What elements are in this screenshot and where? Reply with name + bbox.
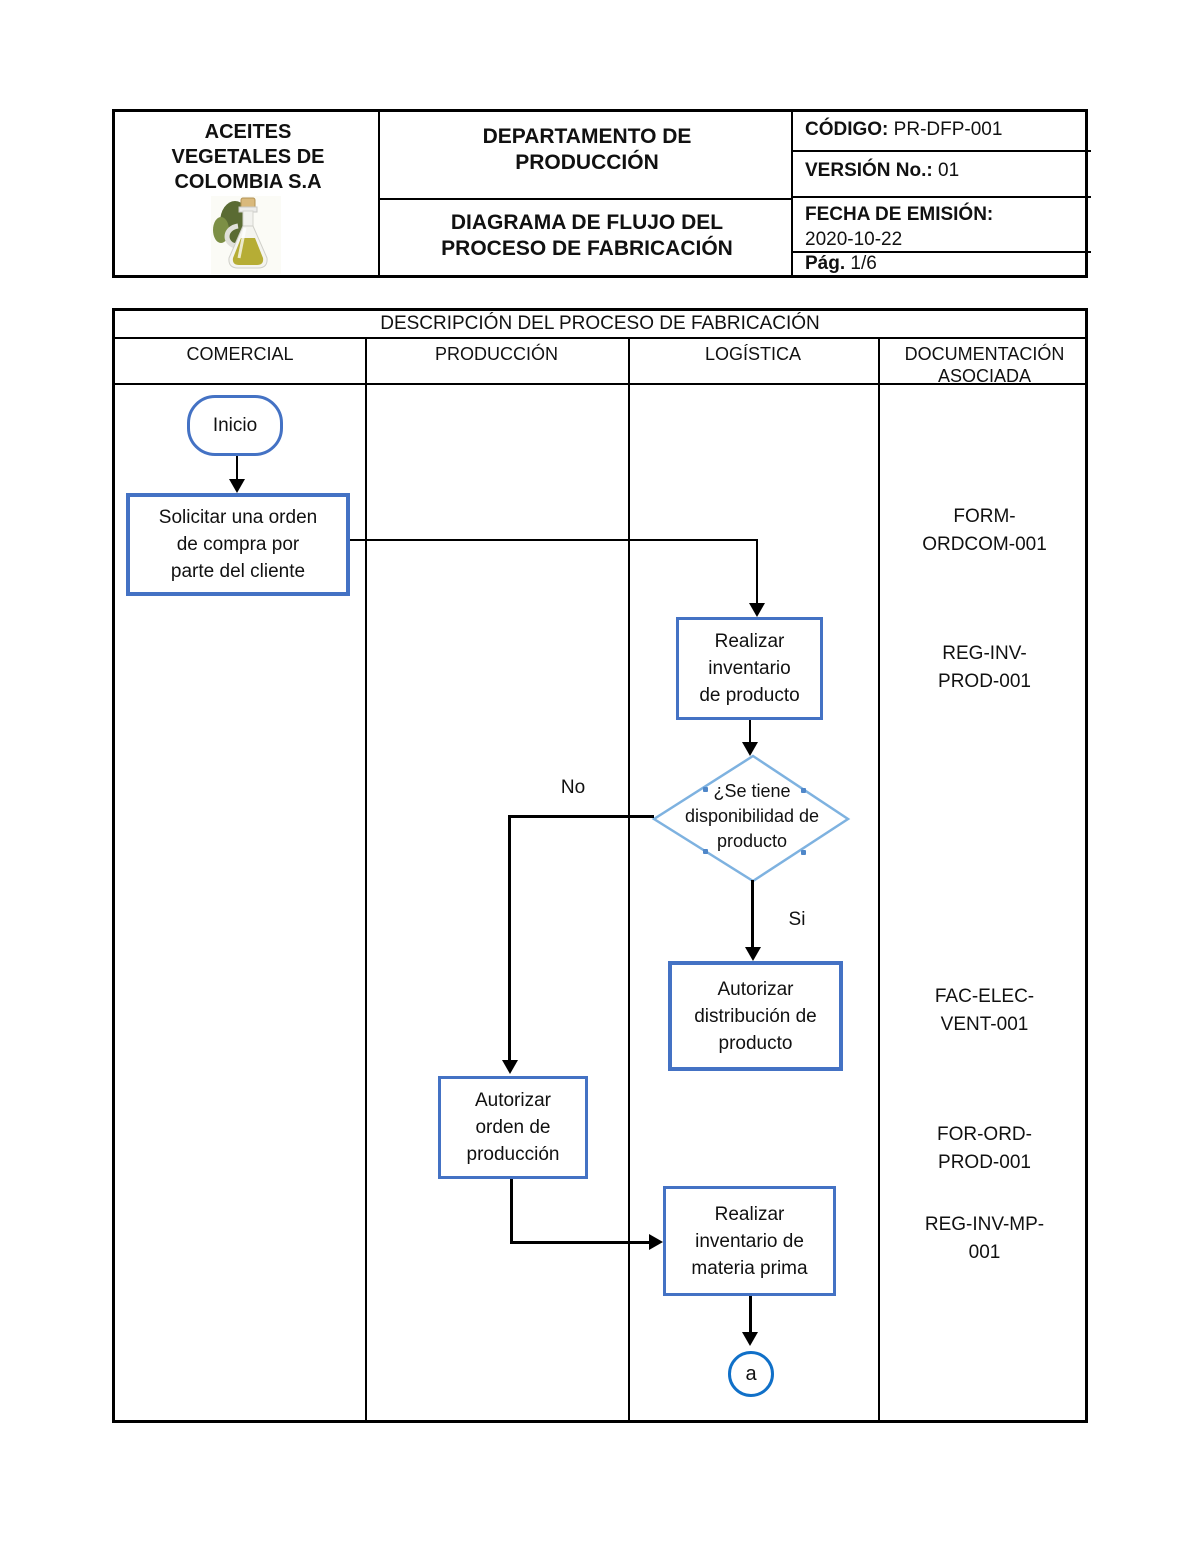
header-divider-2 [791, 112, 793, 275]
step-solicitar-orden: Solicitar una orden de compra por parte … [126, 493, 350, 596]
column-header-documentacion: DOCUMENTACIÓN ASOCIADA [904, 344, 1065, 386]
bottle-handle [224, 223, 239, 249]
version-label: VERSIÓN No.: [805, 160, 933, 181]
diamond-handle-dot [703, 849, 708, 854]
meta-divider-2 [791, 196, 1091, 198]
start-node: Inicio [187, 395, 283, 456]
document-title: DIAGRAMA DE FLUJO DEL PROCESO DE FABRICA… [441, 211, 733, 260]
lane-divider-2 [628, 337, 630, 1420]
connector-to-decision [749, 720, 751, 742]
header-table: ACEITES VEGETALES DE COLOMBIA S.A DEPART… [112, 109, 1091, 278]
connector-no-v [508, 815, 511, 1060]
lane-divider-3 [878, 337, 880, 1420]
connector-orden-h [510, 1241, 649, 1244]
arrowhead-connector-a [742, 1332, 758, 1346]
decision-disponibilidad: ¿Se tiene disponibilidad de producto [684, 781, 820, 851]
page-value: 1/6 [850, 253, 877, 274]
diamond-handle-dot [703, 787, 708, 792]
connector-to-a [749, 1296, 752, 1332]
page-label: Pág. [805, 253, 846, 274]
branch-label-no: No [560, 777, 586, 798]
arrowhead-decision [742, 742, 758, 756]
step-autorizar-distribucion: Autorizar distribución de producto [668, 961, 843, 1071]
issue-date-value: 2020-10-22 [805, 229, 903, 250]
connector-no-h [508, 815, 654, 818]
offpage-connector-a: a [728, 1351, 774, 1397]
version-row: VERSIÓN No.: 01 [805, 160, 1085, 182]
step-autorizar-orden: Autorizar orden de producción [438, 1076, 588, 1179]
code-row: CÓDIGO: PR-DFP-001 [805, 119, 1085, 141]
doc-orden-compra: FORM- ORDCOM-001 [922, 506, 1047, 555]
header-row-divider [115, 383, 1085, 385]
code-value: PR-DFP-001 [893, 119, 1003, 140]
company-name: ACEITES VEGETALES DE COLOMBIA S.A [171, 121, 325, 193]
meta-divider-1 [791, 150, 1091, 152]
arrowhead-autorizar-distribucion [745, 947, 761, 961]
issue-date-label: FECHA DE EMISIÓN: [805, 204, 994, 225]
diamond-handle-dot [801, 850, 806, 855]
oil-bottle-logo [211, 196, 281, 274]
department-title: DEPARTAMENTO DE PRODUCCIÓN [482, 125, 692, 174]
meta-divider-3 [791, 251, 1091, 253]
column-header-comercial: COMERCIAL [186, 344, 294, 364]
column-header-produccion: PRODUCCIÓN [434, 344, 558, 364]
connector-si-v [751, 880, 754, 947]
lane-divider-1 [365, 337, 367, 1420]
doc-inventario-materia-prima: REG-INV-MP- 001 [924, 1214, 1045, 1263]
step-inventario-producto: Realizar inventario de producto [676, 617, 823, 720]
arrowhead-inventario-producto [749, 603, 765, 617]
doc-orden-produccion: FOR-ORD- PROD-001 [937, 1124, 1032, 1173]
branch-label-si: Si [788, 909, 806, 930]
page-row: Pág. 1/6 [805, 253, 1085, 275]
connector-orden-v [510, 1179, 513, 1244]
connector-solicitar-v [756, 539, 758, 603]
connector-solicitar-h [350, 539, 758, 541]
doc-factura-electronica: FAC-ELEC- VENT-001 [934, 986, 1035, 1035]
column-header-logistica: LOGÍSTICA [704, 344, 802, 364]
title-row-divider [115, 337, 1085, 339]
header-divider-1 [378, 112, 380, 275]
arrowhead-autorizar-orden [502, 1060, 518, 1074]
doc-inventario-producto: REG-INV- PROD-001 [938, 643, 1031, 692]
header-mid-divider [378, 198, 791, 200]
code-label: CÓDIGO: [805, 119, 889, 140]
connector-start [236, 456, 238, 480]
step-inventario-materia-prima: Realizar inventario de materia prima [663, 1186, 836, 1296]
process-table: DESCRIPCIÓN DEL PROCESO DE FABRICACIÓN C… [112, 308, 1088, 1423]
version-value: 01 [938, 160, 960, 181]
table-title: DESCRIPCIÓN DEL PROCESO DE FABRICACIÓN [380, 313, 820, 334]
arrowhead-start [229, 479, 245, 493]
arrowhead-inventario-mp [649, 1234, 663, 1250]
diamond-handle-dot [801, 788, 806, 793]
